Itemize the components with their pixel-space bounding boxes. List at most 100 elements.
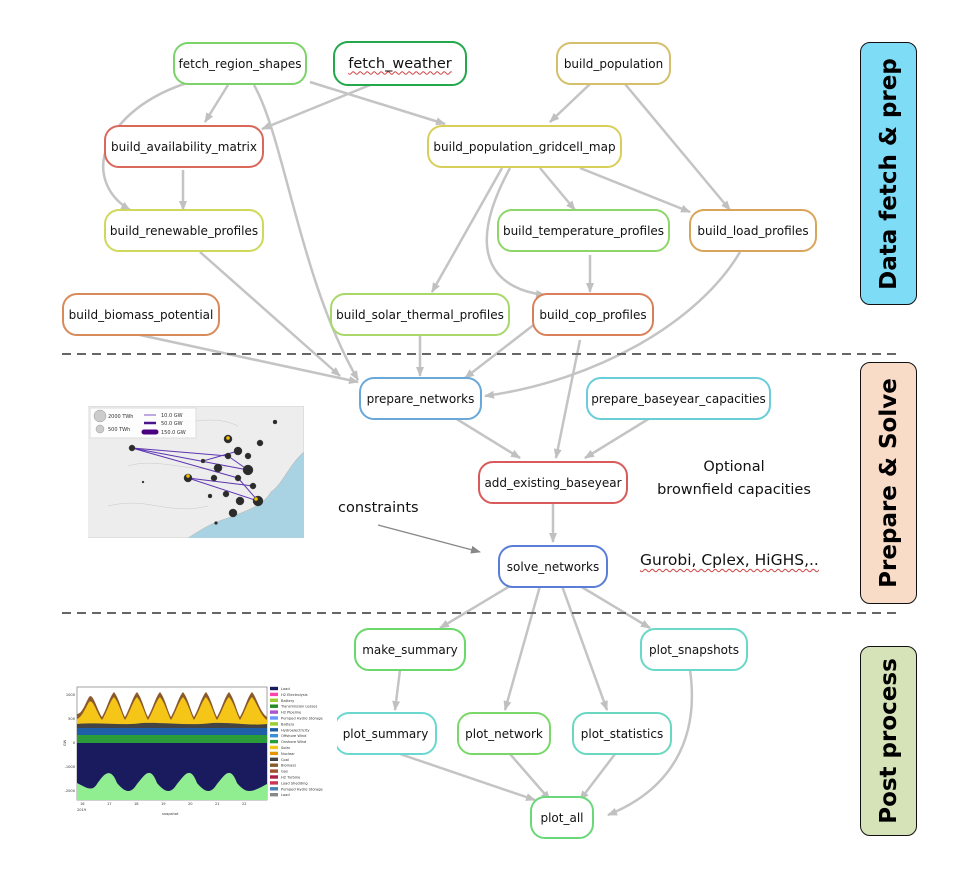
node-plot-summary[interactable]: plot_summary bbox=[334, 712, 437, 755]
node-build-availability-matrix[interactable]: build_availability_matrix bbox=[104, 125, 264, 168]
edge bbox=[553, 339, 582, 459]
legend-swatch bbox=[270, 710, 278, 714]
dispatch-ytick: -1000 bbox=[65, 765, 76, 769]
dispatch-ytick: 500 bbox=[68, 717, 76, 721]
legend-label: Offshore Wind bbox=[281, 734, 306, 738]
edge bbox=[549, 83, 591, 123]
dispatch-ytick: 1000 bbox=[66, 693, 76, 697]
dispatch-ylabel: GW bbox=[63, 739, 67, 746]
node-plot-statistics[interactable]: plot_statistics bbox=[572, 712, 672, 755]
edge bbox=[579, 166, 691, 214]
legend-label: Load Shedding bbox=[281, 781, 308, 785]
edge bbox=[584, 416, 651, 460]
solvers-note: Gurobi, Cplex, HiGHS,.. bbox=[640, 551, 819, 569]
edge bbox=[392, 669, 402, 711]
constraints-note: constraints bbox=[338, 500, 419, 516]
optional-note-line2: brownfield capacities bbox=[657, 482, 811, 498]
legend-label: Coal bbox=[281, 758, 289, 762]
legend-swatch bbox=[270, 745, 278, 750]
dispatch-plot-thumbnail: 1000 500 0 -1000 -2000 GW 16 17 18 19 20… bbox=[62, 684, 337, 822]
legend-label: Gas bbox=[281, 770, 288, 774]
node-build-biomass-potential[interactable]: build_biomass_potential bbox=[62, 293, 220, 336]
node-build-renewable-profiles[interactable]: build_renewable_profiles bbox=[104, 209, 264, 252]
node-add-existing-baseyear[interactable]: add_existing_baseyear bbox=[478, 461, 628, 504]
legend-swatch bbox=[270, 775, 278, 779]
legend-swatch bbox=[270, 728, 278, 732]
node-plot-network[interactable]: plot_network bbox=[457, 712, 551, 755]
legend-swatch bbox=[270, 692, 278, 697]
edge bbox=[607, 669, 694, 817]
legend-label: Battery bbox=[281, 699, 295, 703]
edge bbox=[485, 167, 546, 298]
legend-label: Pumped Hydro Storage bbox=[281, 787, 323, 791]
edge bbox=[579, 753, 616, 801]
edge bbox=[430, 167, 504, 293]
node-prepare-baseyear-capacities[interactable]: prepare_baseyear_capacities bbox=[586, 377, 771, 420]
edge bbox=[454, 416, 521, 460]
dispatch-ytick: -2000 bbox=[65, 789, 76, 793]
node-plot-all[interactable]: plot_all bbox=[530, 796, 594, 839]
map-legend-size: 2000 TWh bbox=[108, 414, 133, 420]
stage-data-fetch-prep: Data fetch & prep bbox=[860, 42, 917, 305]
legend-swatch bbox=[270, 734, 278, 738]
legend-label: Load bbox=[281, 687, 290, 691]
legend-swatch bbox=[270, 793, 278, 797]
node-build-population-gridcell-map[interactable]: build_population_gridcell_map bbox=[427, 125, 622, 168]
edge bbox=[203, 84, 230, 123]
node-build-temperature-profiles[interactable]: build_temperature_profiles bbox=[497, 209, 670, 252]
legend-label: Pumped Hydro Storage bbox=[281, 717, 323, 721]
edge bbox=[309, 80, 446, 126]
edge bbox=[503, 585, 542, 711]
map-legend-width: 50.0 GW bbox=[161, 421, 183, 427]
edge bbox=[252, 84, 360, 381]
legend-label: Biomass bbox=[281, 764, 296, 768]
edge bbox=[261, 83, 371, 131]
node-build-cop-profiles[interactable]: build_cop_profiles bbox=[532, 293, 654, 336]
edge bbox=[439, 584, 511, 630]
dispatch-xtick: 19 bbox=[161, 802, 166, 806]
stage-label: Data fetch & prep bbox=[875, 57, 902, 290]
legend-swatch bbox=[270, 763, 278, 767]
stage-label: Prepare & Solve bbox=[875, 378, 902, 588]
dispatch-xtick: 16 bbox=[80, 802, 85, 806]
node-build-solar-thermal-profiles[interactable]: build_solar_thermal_profiles bbox=[330, 293, 510, 336]
dispatch-xtick: 17 bbox=[107, 802, 112, 806]
node-fetch-weather[interactable]: fetch_weather bbox=[333, 41, 467, 86]
legend-swatch bbox=[270, 716, 278, 720]
node-plot-snapshots[interactable]: plot_snapshots bbox=[640, 628, 748, 671]
legend-label: Hydroelectricity bbox=[281, 728, 310, 732]
legend-swatch bbox=[270, 757, 278, 761]
dispatch-xtick: 21 bbox=[215, 802, 220, 806]
edge bbox=[464, 319, 541, 379]
legend-swatch bbox=[270, 751, 278, 756]
node-build-population[interactable]: build_population bbox=[556, 42, 671, 85]
node-fetch-region-shapes[interactable]: fetch_region_shapes bbox=[173, 42, 307, 85]
edge bbox=[539, 167, 576, 211]
legend-swatch bbox=[270, 739, 278, 744]
map-legend-width: 10.0 GW bbox=[161, 413, 183, 419]
network-map-thumbnail: 2000 TWh 500 TWh 10.0 GW 50.0 GW 150.0 G… bbox=[88, 406, 304, 538]
legend-swatch bbox=[270, 781, 278, 785]
legend-swatch bbox=[270, 704, 278, 708]
edge bbox=[560, 585, 609, 711]
constraints-arrow bbox=[377, 524, 481, 554]
legend-label: Transmission Losses bbox=[280, 705, 317, 709]
legend-swatch bbox=[270, 769, 278, 773]
edge bbox=[199, 251, 341, 377]
node-prepare-networks[interactable]: prepare_networks bbox=[359, 377, 482, 420]
legend-swatch bbox=[270, 787, 278, 791]
node-build-load-profiles[interactable]: build_load_profiles bbox=[689, 209, 817, 252]
edge bbox=[624, 83, 731, 211]
legend-label: Load bbox=[281, 793, 290, 797]
dispatch-ytick: 0 bbox=[73, 741, 76, 745]
stage-prepare-solve: Prepare & Solve bbox=[860, 362, 917, 604]
legend-label: Battery bbox=[281, 722, 295, 726]
node-solve-networks[interactable]: solve_networks bbox=[498, 545, 608, 588]
legend-swatch bbox=[270, 722, 278, 726]
node-make-summary[interactable]: make_summary bbox=[354, 628, 466, 671]
legend-label: H2 Electrolysis bbox=[281, 693, 308, 697]
legend-label: Onshore Wind bbox=[281, 740, 306, 744]
edge bbox=[139, 333, 359, 385]
